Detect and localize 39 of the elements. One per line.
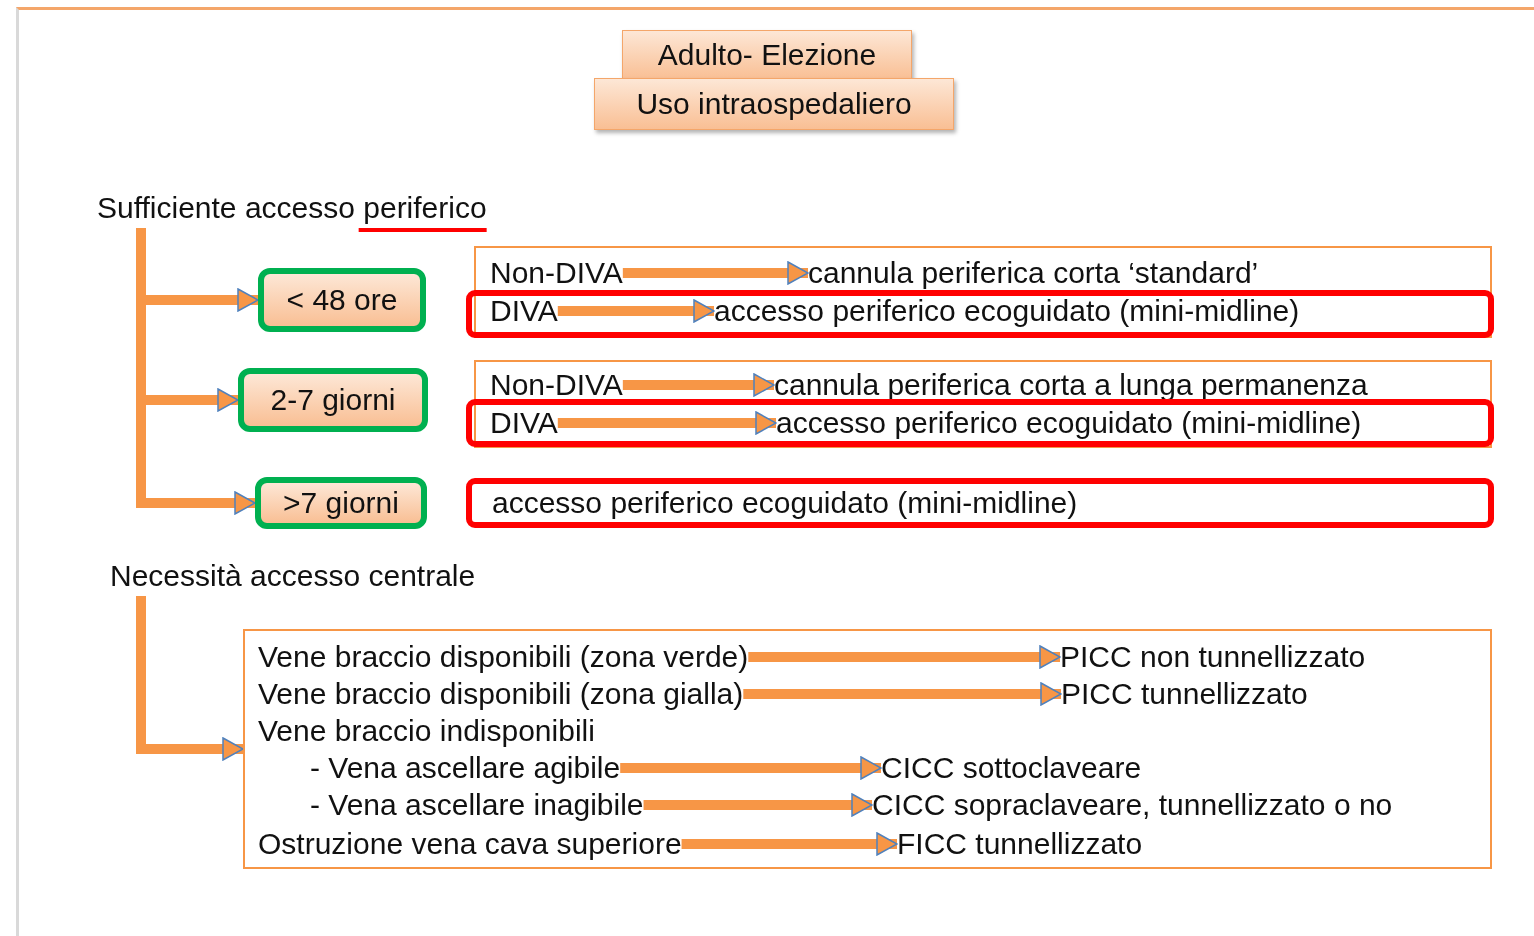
condition-label: Vene braccio disponibili (zona verde) xyxy=(258,640,749,674)
option-group-box xyxy=(243,629,1492,869)
option-label: DIVA xyxy=(490,294,558,328)
outcome-label: CICC sottoclaveare xyxy=(881,751,1142,785)
section-heading: Necessità accesso centrale xyxy=(110,558,476,596)
condition-label: Vene braccio indisponibili xyxy=(258,714,595,748)
arrow xyxy=(620,756,882,780)
arrow xyxy=(643,793,873,817)
option-group-box xyxy=(474,246,1492,338)
outcome-label: CICC sopraclaveare, tunnellizzato o no xyxy=(872,788,1393,822)
outcome-label: accesso periferico ecoguidato (mini-midline) xyxy=(776,406,1362,440)
arrow xyxy=(136,596,244,761)
arrow xyxy=(622,261,809,285)
arrow xyxy=(681,832,898,856)
title-box: Uso intraospedaliero xyxy=(594,78,954,130)
condition-label: Ostruzione vena cava superiore xyxy=(258,827,682,861)
outcome-label: PICC non tunnellizzato xyxy=(1060,640,1366,674)
option-label: Non-DIVA xyxy=(490,368,623,402)
outcome-label: cannula periferica corta ‘standard’ xyxy=(808,256,1259,290)
arrow xyxy=(622,373,775,397)
title-box: Adulto- Elezione xyxy=(622,30,912,80)
condition-label: Vene braccio disponibili (zona gialla) xyxy=(258,677,744,711)
outcome-label: cannula periferica corta a lunga permanenza xyxy=(774,368,1368,402)
option-label: Non-DIVA xyxy=(490,256,623,290)
duration-box: >7 giorni xyxy=(255,477,427,529)
outcome-label: accesso periferico ecoguidato (mini-midline) xyxy=(714,294,1300,328)
option-group-box xyxy=(474,360,1492,448)
duration-box: 2-7 giorni xyxy=(238,368,428,432)
outcome-label: PICC tunnellizzato xyxy=(1061,677,1308,711)
arrow xyxy=(557,411,777,435)
duration-box: < 48 ore xyxy=(258,268,426,332)
condition-label: - Vena ascellare agibile xyxy=(310,751,621,785)
option-label: DIVA xyxy=(490,406,558,440)
outcome-label: FICC tunnellizzato xyxy=(897,827,1143,861)
section-heading: Sufficiente accesso periferico xyxy=(97,190,487,228)
arrow xyxy=(748,645,1061,669)
condition-label: - Vena ascellare inagibile xyxy=(310,788,644,822)
highlight-box: accesso periferico ecoguidato (mini-midline) xyxy=(466,478,1494,528)
arrow xyxy=(743,682,1062,706)
